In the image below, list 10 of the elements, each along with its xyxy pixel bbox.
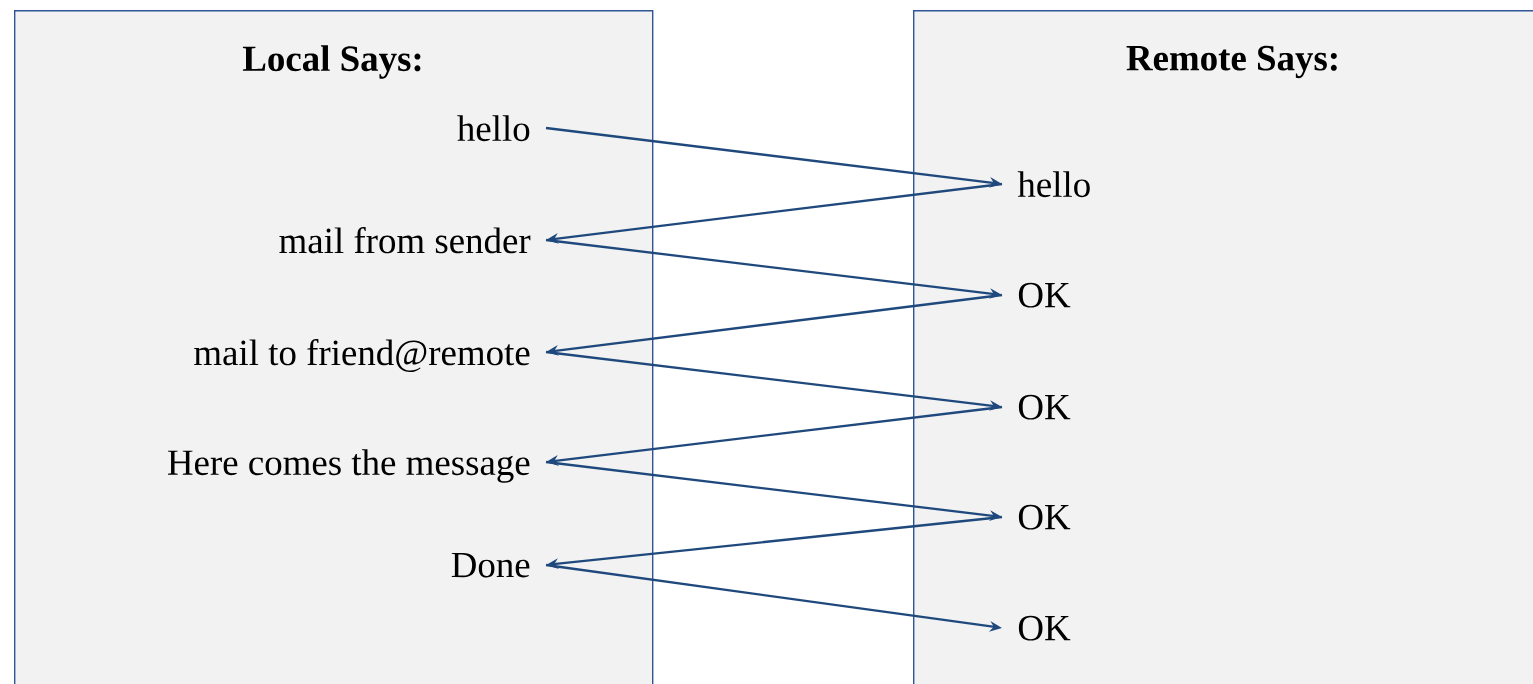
message-text: OK bbox=[1018, 394, 1071, 420]
message-text: hello bbox=[1017, 171, 1090, 198]
message-text: OK bbox=[1018, 615, 1071, 641]
message-text: mail to friend@remote bbox=[194, 339, 530, 372]
message-text: Here comes the message bbox=[168, 449, 530, 483]
message-text: mail from sender bbox=[279, 227, 531, 254]
message-text: OK bbox=[1018, 282, 1071, 308]
message-text: Done bbox=[451, 552, 530, 578]
message-text: hello bbox=[457, 115, 530, 142]
message-text: OK bbox=[1018, 504, 1071, 530]
